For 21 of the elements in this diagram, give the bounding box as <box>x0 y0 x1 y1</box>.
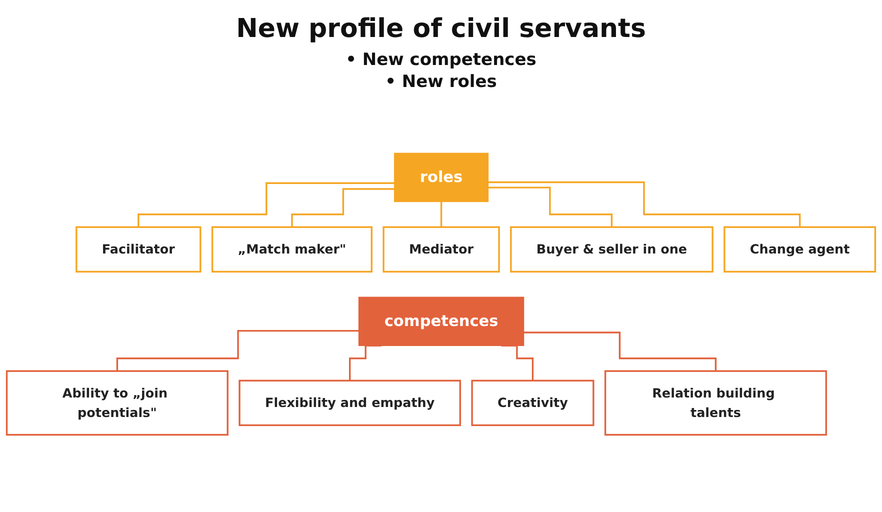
connector <box>524 332 717 372</box>
connector <box>291 188 394 228</box>
node-box: Change agent <box>724 226 876 273</box>
connector <box>488 181 801 228</box>
node-box: „Match maker" <box>211 226 372 273</box>
connector <box>440 200 442 228</box>
node-box: Ability to „join potentials" <box>6 370 228 436</box>
connector <box>488 186 613 228</box>
node-box: competences <box>358 296 524 346</box>
node-box: Creativity <box>471 380 594 426</box>
bullet-text: • New competences <box>344 50 538 70</box>
node-box: roles <box>394 152 489 202</box>
connector <box>138 182 394 228</box>
node-box: Flexibility and empathy <box>238 380 461 426</box>
node-box: Mediator <box>382 226 500 273</box>
connector <box>116 330 359 372</box>
node-box: Facilitator <box>76 226 202 273</box>
diagram-title: New profile of civil servants <box>235 14 647 44</box>
node-box: Relation building talents <box>604 370 827 436</box>
node-box: Buyer & seller in one <box>510 226 714 273</box>
bullet-text: • New roles <box>384 72 498 92</box>
